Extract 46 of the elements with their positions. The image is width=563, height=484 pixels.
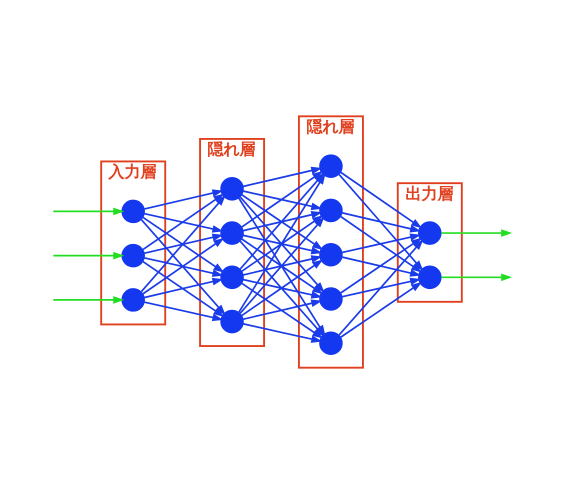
arrow	[243, 255, 322, 276]
arrow	[144, 278, 224, 298]
arrow	[142, 216, 224, 273]
arrow	[53, 252, 124, 260]
node-circle	[121, 288, 145, 312]
node-circle	[418, 221, 442, 245]
node-circle	[319, 331, 343, 355]
arrow	[53, 296, 124, 304]
arrow	[144, 234, 224, 254]
arrow	[342, 212, 422, 232]
arrow	[241, 238, 324, 294]
node-circle	[121, 200, 145, 224]
arrow	[140, 195, 226, 292]
node-circle	[418, 266, 442, 290]
cluster: 隠れ層	[199, 138, 266, 347]
arrow	[342, 256, 422, 277]
arrow	[342, 278, 422, 298]
cluster: 入力層	[100, 160, 166, 326]
arrow	[243, 234, 322, 254]
node-circle	[319, 287, 343, 311]
node-circle	[220, 221, 244, 245]
arrow	[243, 190, 322, 210]
arrow	[441, 273, 512, 282]
arrow	[243, 278, 322, 299]
arrow	[144, 257, 224, 277]
arrow	[142, 261, 224, 317]
arrow	[144, 212, 224, 233]
node-circle	[319, 242, 343, 266]
node-circle	[220, 266, 244, 290]
node-circle	[220, 177, 244, 201]
arrow	[441, 229, 512, 237]
node-circle	[121, 244, 145, 268]
arrow	[241, 259, 324, 316]
arrow	[241, 282, 324, 339]
arrow	[340, 172, 422, 228]
arrow	[243, 323, 322, 343]
cluster: 隠れ層	[298, 115, 364, 369]
arrow	[144, 301, 224, 322]
cluster: 出力層	[396, 182, 463, 303]
arrow	[142, 238, 224, 294]
arrow	[243, 300, 322, 320]
node-circle	[319, 154, 343, 178]
arrow	[53, 208, 124, 216]
node-circle	[220, 310, 244, 334]
node-circle	[319, 198, 343, 222]
arrow	[340, 282, 422, 338]
